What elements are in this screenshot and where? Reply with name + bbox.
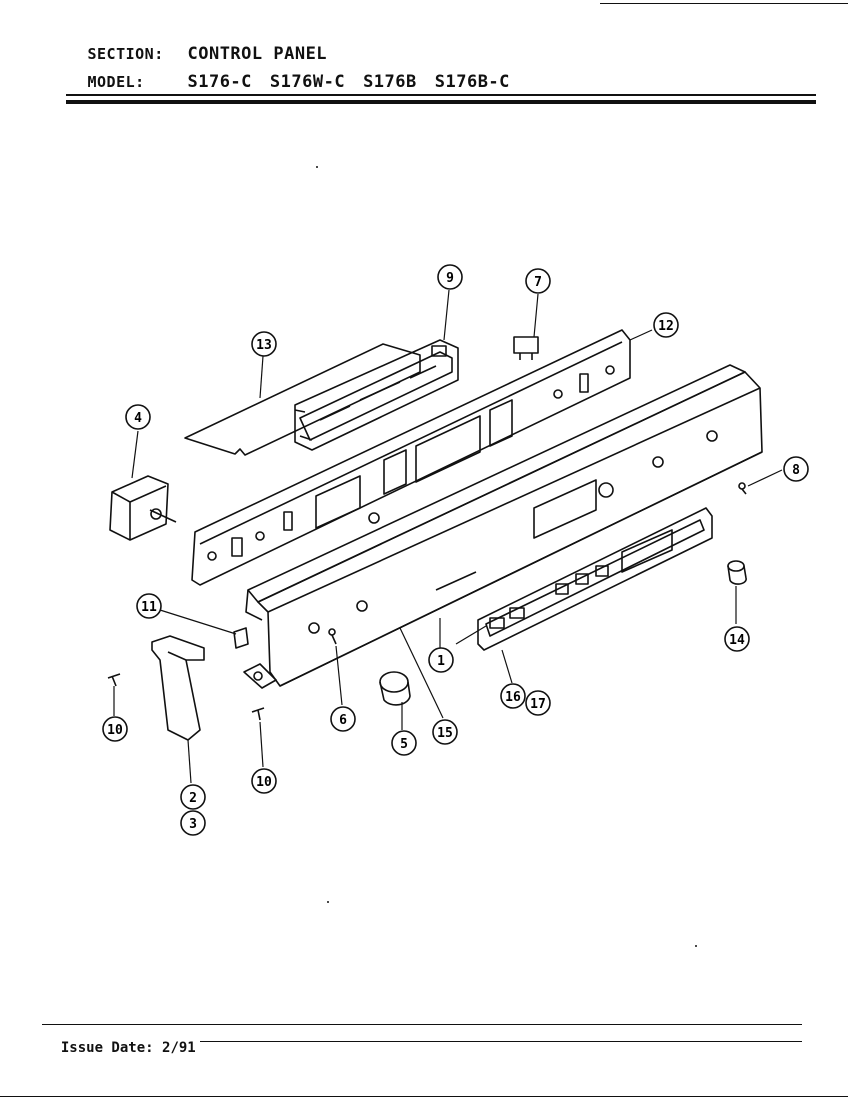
model-label: MODEL:	[87, 73, 145, 91]
svg-text:1: 1	[437, 654, 445, 669]
header-rule-bottom	[66, 100, 816, 104]
model-header: MODEL: S176-C S176W-C S176B S176B-C	[66, 52, 528, 92]
callout-16: 16	[500, 683, 526, 709]
part-switch	[513, 336, 539, 360]
part-knob	[379, 671, 411, 706]
svg-text:4: 4	[134, 411, 142, 426]
svg-text:17: 17	[530, 697, 546, 712]
svg-text:10: 10	[256, 775, 272, 790]
svg-text:14: 14	[729, 633, 745, 648]
footer-rule-bottom	[200, 1041, 802, 1042]
leader-lines	[113, 289, 783, 784]
svg-text:7: 7	[534, 275, 542, 290]
svg-text:5: 5	[400, 737, 408, 752]
svg-text:3: 3	[189, 817, 197, 832]
model-number: S176B-C	[434, 72, 510, 92]
model-number: S176B	[363, 72, 417, 92]
callout-5: 5	[391, 730, 417, 756]
callout-10: 10	[102, 716, 128, 742]
callout-17: 17	[525, 690, 551, 716]
part-control-board	[294, 339, 459, 451]
section-value: CONTROL PANEL	[187, 44, 328, 64]
svg-text:9: 9	[446, 271, 454, 286]
callout-9: 9	[437, 264, 463, 290]
part-console-housing	[243, 364, 763, 689]
part-clip	[233, 627, 249, 649]
svg-text:10: 10	[107, 723, 123, 738]
callout-7: 7	[525, 268, 551, 294]
scan-specks	[316, 166, 697, 947]
callout-3: 3	[180, 810, 206, 836]
callout-8: 8	[783, 456, 809, 482]
svg-text:16: 16	[505, 690, 521, 705]
svg-text:8: 8	[792, 463, 800, 478]
svg-text:2: 2	[189, 791, 197, 806]
model-number: S176W-C	[269, 72, 346, 92]
top-edge-rule	[600, 3, 848, 4]
issue-date-value: 2/91	[162, 1040, 196, 1056]
callout-1: 1	[428, 647, 454, 673]
part-end-cap	[151, 635, 205, 741]
part-rear-panel	[191, 329, 631, 586]
callout-12: 12	[653, 312, 679, 338]
part-timer	[109, 475, 177, 541]
callouts: 1 2 3 4 5 6 7 8 9 10 10 11 12 13 14 15 1…	[102, 264, 809, 836]
part-screws	[107, 482, 747, 721]
callout-6: 6	[330, 706, 356, 732]
part-push-button	[727, 560, 747, 585]
callout-15: 15	[432, 719, 458, 745]
header-rule-top	[66, 94, 816, 96]
section-label: SECTION:	[87, 45, 164, 63]
callout-11: 11	[136, 593, 162, 619]
page-bottom-rule	[0, 1096, 848, 1097]
callout-13: 13	[251, 331, 277, 357]
section-header: SECTION: CONTROL PANEL	[66, 24, 327, 64]
issue-date: Issue Date: 2/91	[44, 1024, 196, 1056]
issue-date-label: Issue Date:	[60, 1040, 154, 1056]
callout-14: 14	[724, 626, 750, 652]
callout-4: 4	[125, 404, 151, 430]
svg-text:12: 12	[658, 319, 674, 334]
svg-text:13: 13	[256, 338, 272, 353]
part-overlay-panel	[477, 507, 713, 651]
callout-2: 2	[180, 784, 206, 810]
svg-text:6: 6	[339, 713, 347, 728]
svg-text:11: 11	[141, 600, 157, 615]
svg-text:15: 15	[437, 726, 453, 741]
footer-rule	[42, 1024, 802, 1025]
model-number: S176-C	[187, 72, 252, 92]
part-shield-sheet	[184, 343, 421, 456]
callout-10: 10	[251, 768, 277, 794]
